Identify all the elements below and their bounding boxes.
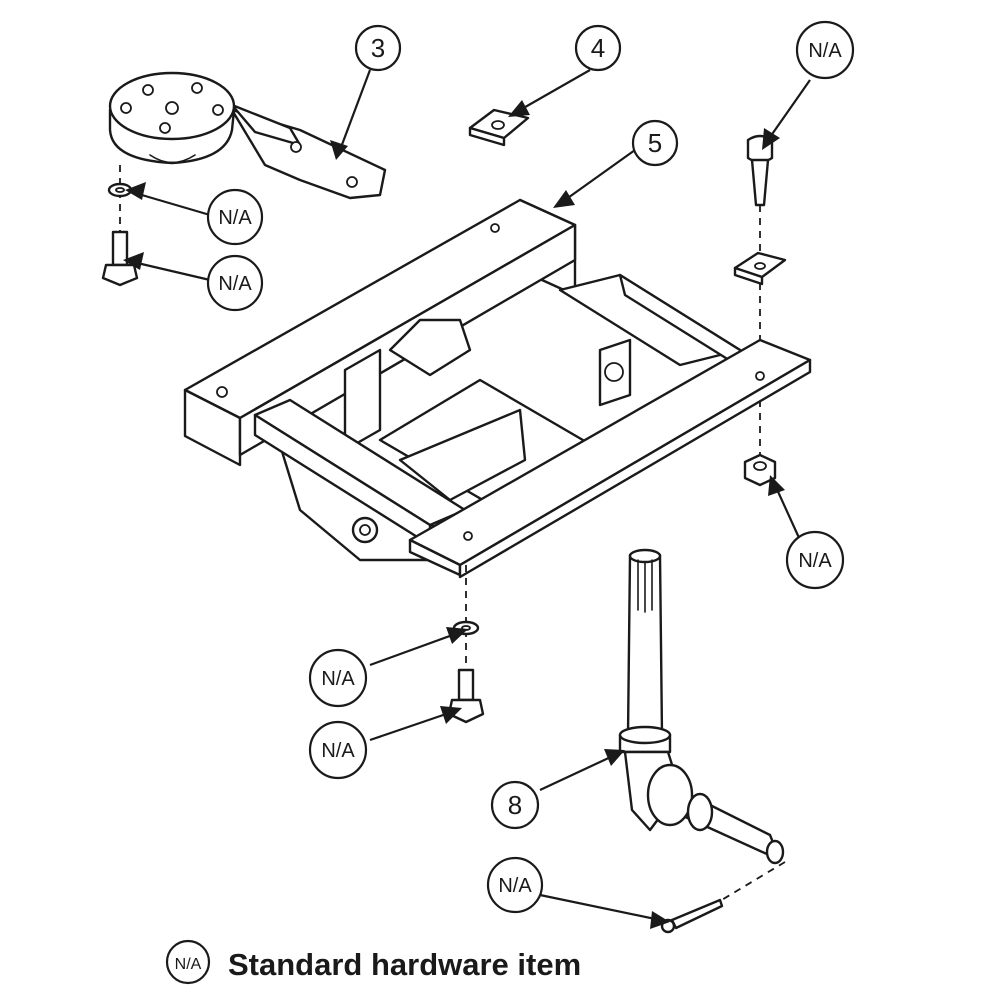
callout-part-8-label: 8 [508,790,522,820]
callout-na-washer-bottom-label: N/A [321,668,355,690]
callout-na-bolt-bottom-label: N/A [321,740,355,762]
bolt-left [101,230,139,287]
callout-na-washer-bottom: N/A [308,648,368,708]
square-plate-right [733,251,787,286]
callout-part-3: 3 [354,24,402,72]
callout-part-5: 5 [631,119,679,167]
callout-na-bolt-bottom: N/A [308,720,368,780]
callout-na-top-right-label: N/A [808,40,842,62]
callout-na-pin-label: N/A [498,875,532,897]
callout-part-3-label: 3 [371,33,385,63]
legend: N/A Standard hardware item [165,939,581,985]
bolt-bottom [447,668,485,724]
legend-text: Standard hardware item [228,947,581,982]
callout-na-nut-right-label: N/A [798,550,832,572]
callout-part-4-label: 4 [591,33,605,63]
callout-na-washer-left: N/A [206,188,264,246]
bolt-top-right [746,134,774,207]
callout-na-pin: N/A [486,856,544,914]
callout-part-5-label: 5 [648,128,662,158]
callout-na-washer-left-label: N/A [218,207,252,229]
part-4-square-plate [468,108,530,147]
cotter-pin [660,898,724,934]
callout-na-bolt-left-label: N/A [218,273,252,295]
callout-na-top-right: N/A [795,20,855,80]
part-5-frame [183,198,812,579]
callout-part-4: 4 [574,24,622,72]
part-3-pivot-bracket [108,71,387,200]
nut-right [743,453,777,487]
legend-symbol: N/A [175,956,202,973]
callout-na-bolt-left: N/A [206,254,264,312]
callout-na-nut-right: N/A [785,530,845,590]
callout-part-8: 8 [490,780,540,830]
part-8-spindle [618,548,785,865]
